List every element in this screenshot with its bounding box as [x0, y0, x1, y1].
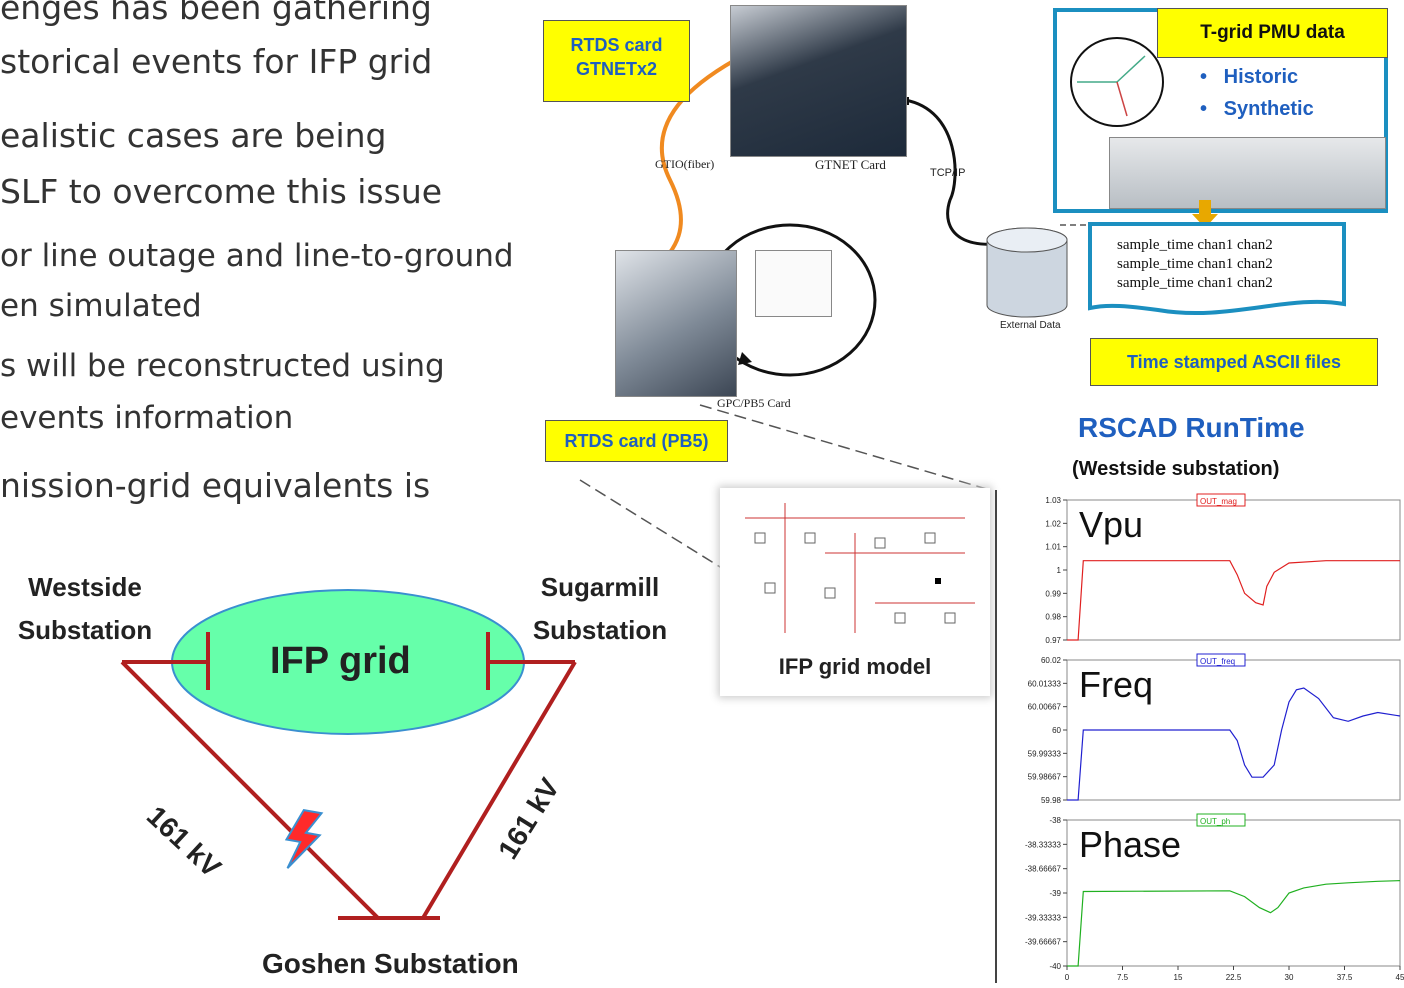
- rtds-pb5-label: RTDS card (PB5): [545, 420, 728, 462]
- chart-title: Phase: [1079, 824, 1181, 865]
- bullet-line: SLF to overcome this issue: [0, 172, 443, 211]
- y-tick-label: 0.99: [1045, 589, 1061, 598]
- ascii-line: sample_time chan1 chan2: [1117, 256, 1273, 272]
- y-tick-label: -38.33333: [1025, 840, 1062, 849]
- y-tick-label: 60.02: [1041, 656, 1062, 665]
- pmu-list-item: • Historic: [1200, 66, 1299, 88]
- tcpip-cable: [904, 98, 1041, 246]
- y-tick-label: -38.66667: [1025, 865, 1062, 874]
- legend-label: OUT_ph: [1200, 817, 1230, 826]
- y-tick-label: -39.33333: [1025, 913, 1062, 922]
- y-tick-label: 1.02: [1045, 519, 1061, 528]
- legend-box: [1196, 813, 1246, 827]
- ascii-line: sample_time chan1 chan2: [1117, 275, 1273, 291]
- ascii-lines: sample_time chan1 chan2 sample_time chan…: [1117, 236, 1273, 293]
- gtnet-card-image: [730, 5, 907, 157]
- grid-diagram: [120, 589, 577, 920]
- goshen-label: Goshen Substation: [262, 948, 519, 979]
- y-tick-label: 0.97: [1045, 636, 1061, 645]
- down-arrow-icon: [1192, 200, 1218, 228]
- pmu-list-item: • Synthetic: [1200, 98, 1314, 120]
- phasor-diagram: [1070, 37, 1164, 127]
- ascii-file-shape: [1088, 222, 1346, 315]
- series-line: [1067, 687, 1401, 801]
- tcpip-label: TCP/IP: [930, 167, 966, 179]
- x-tick-label: 15: [1174, 973, 1183, 982]
- rtds-gtnet-label: RTDS card GTNETx2: [543, 20, 690, 102]
- ifp-schematic: [745, 503, 975, 633]
- bullet-line: s will be reconstructed using: [0, 348, 445, 384]
- lightning-icon: [284, 808, 324, 869]
- y-tick-label: 59.98: [1041, 796, 1062, 805]
- gtnet-card-label: GTNET Card: [815, 157, 886, 172]
- bullet-line: en simulated: [0, 288, 202, 324]
- pmu-title: T-grid PMU data: [1157, 8, 1388, 58]
- bullet-line: or line outage and line-to-ground: [0, 238, 514, 274]
- chart-title: Vpu: [1079, 504, 1143, 545]
- x-tick-label: 45: [1396, 973, 1404, 982]
- y-tick-label: -38: [1049, 816, 1061, 825]
- runtime-charts: 1.03 1.02 1.01 1 0.99 0.98 0.97 Vpu OUT_mag 60.02…: [1025, 493, 1404, 982]
- external-data-label: External Data: [1000, 320, 1061, 331]
- ifp-grid-label: IFP grid: [270, 640, 411, 682]
- pmu-device-image: [1109, 137, 1386, 209]
- y-tick-label: 60: [1052, 726, 1061, 735]
- legend-label: OUT_freq: [1200, 657, 1235, 666]
- bullet-line: nission-grid equivalents is: [0, 466, 431, 505]
- runtime-title: RSCAD RunTime: [1078, 412, 1305, 443]
- series-line: [1067, 560, 1400, 641]
- ascii-files-label: Time stamped ASCII files: [1090, 338, 1378, 386]
- schematic-thumbnail: [755, 250, 832, 317]
- x-tick-label: 30: [1285, 973, 1294, 982]
- y-tick-label: 60.01333: [1028, 679, 1062, 688]
- gtio-label: GTIO(fiber): [655, 157, 715, 171]
- x-tick-label: 22.5: [1226, 973, 1242, 982]
- x-tick-label: 7.5: [1117, 973, 1129, 982]
- x-tick-label: 37.5: [1337, 973, 1353, 982]
- legend-label: OUT_mag: [1200, 497, 1237, 506]
- y-tick-label: -39.66667: [1025, 938, 1062, 947]
- legend-box: [1196, 653, 1246, 667]
- runtime-charts-panel: 1.03 1.02 1.01 1 0.99 0.98 0.97 Vpu OUT_mag 60.02…: [995, 490, 1404, 983]
- bullet-line: ealistic cases are being: [0, 116, 387, 155]
- bullet-line: storical events for IFP grid: [0, 42, 433, 81]
- bullet-text-block: enges has been gathering storical events…: [0, 0, 580, 505]
- westside-label: Westside Substation: [17, 572, 153, 645]
- series-line: [1067, 880, 1401, 967]
- ascii-line: sample_time chan1 chan2: [1117, 237, 1273, 253]
- y-tick-label: -40: [1049, 962, 1061, 971]
- y-tick-label: 59.99333: [1028, 749, 1062, 758]
- ifp-model-label: IFP grid model: [778, 654, 932, 679]
- y-tick-label: -39: [1049, 889, 1061, 898]
- y-tick-label: 0.98: [1045, 613, 1061, 622]
- x-tick-label: 0: [1065, 973, 1070, 982]
- y-tick-label: 1.03: [1045, 496, 1061, 505]
- gpc-card-label: GPC/PB5 Card: [717, 396, 791, 410]
- bullet-line: events information: [0, 400, 294, 436]
- gpc-card-image: [615, 250, 737, 397]
- y-tick-label: 60.00667: [1028, 703, 1062, 712]
- y-tick-label: 1.01: [1045, 543, 1061, 552]
- sugarmill-label: Sugarmill Substation: [532, 572, 668, 645]
- bullet-line: enges has been gathering: [0, 0, 432, 27]
- pmu-list: • Historic • Synthetic: [1200, 61, 1314, 125]
- runtime-subtitle: (Westside substation): [1072, 458, 1280, 480]
- legend-box: [1196, 493, 1246, 507]
- external-data-cylinder: [986, 227, 1068, 318]
- y-tick-label: 1: [1057, 566, 1062, 575]
- chart-title: Freq: [1079, 664, 1153, 705]
- transmission-lines: [120, 632, 577, 920]
- y-tick-label: 59.98667: [1028, 773, 1062, 782]
- ifp-model-panel: IFP grid model: [720, 488, 990, 696]
